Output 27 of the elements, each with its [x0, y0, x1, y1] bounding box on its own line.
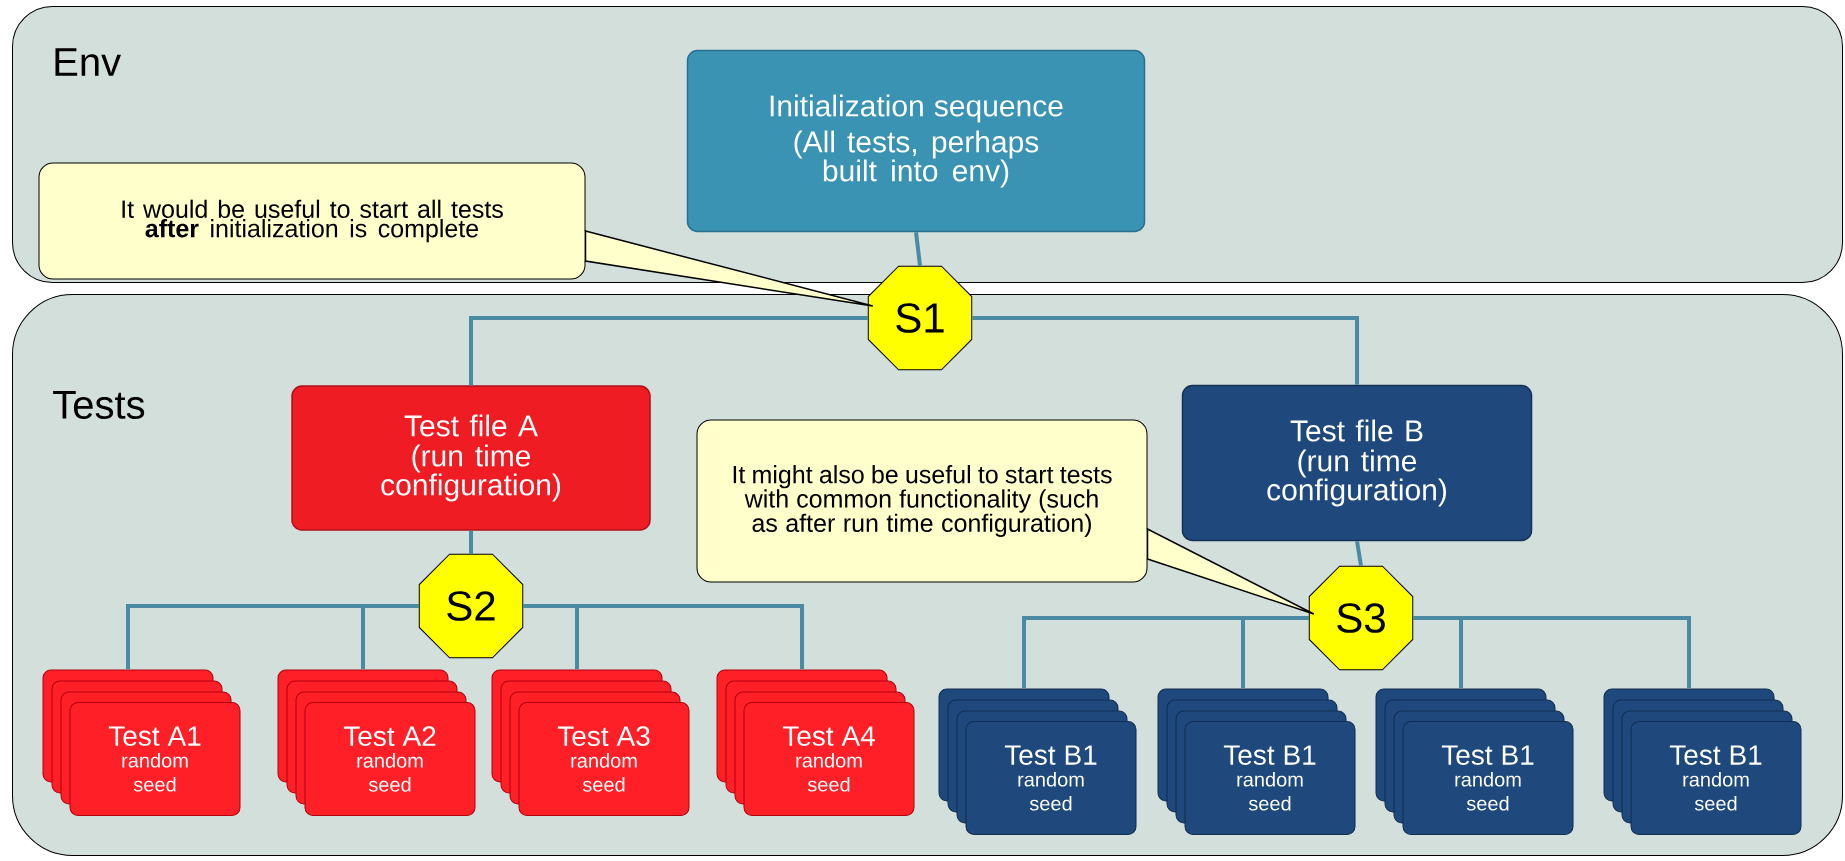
connector-line: [361, 604, 419, 669]
connector-line: [1413, 616, 1691, 688]
card-stack: Test A3 random seed: [491, 669, 690, 816]
connector-line: [914, 232, 922, 266]
card-stack: Test A1 random seed: [42, 669, 241, 816]
stop-octagon: S2: [418, 553, 524, 659]
stop-octagon: S3: [1308, 565, 1414, 671]
card-stack: Test B1 random seed: [1375, 688, 1574, 835]
card-stack: Test B1 random seed: [938, 688, 1137, 835]
card-stack: Test B1 random seed: [1157, 688, 1356, 835]
connector-line: [1355, 540, 1363, 567]
process-box: Test file B (run time configuration): [1181, 384, 1533, 542]
connector-line: [1241, 616, 1309, 688]
callout-pointer: [584, 230, 874, 307]
callout-pointer: [1146, 527, 1315, 615]
callout-box: It might also be useful to start tests with common functionality (such as after run time configuration): [696, 419, 1148, 583]
callout-box: It would be useful to start all tests after initialization is complete: [38, 162, 586, 280]
connector-line: [523, 604, 804, 669]
connector-line: [469, 316, 868, 386]
card-stack: Test A2 random seed: [277, 669, 476, 816]
card-stack: Test B1 random seed: [1603, 688, 1802, 835]
connector-line: [469, 530, 473, 554]
stop-octagon: S1: [867, 265, 973, 371]
card-stack: Test A4 random seed: [716, 669, 915, 816]
connector-line: [972, 316, 1359, 385]
process-box: Initialization sequence (All tests, perhaps built into env): [686, 49, 1146, 233]
process-box: Test file A (run time configuration): [291, 385, 651, 531]
